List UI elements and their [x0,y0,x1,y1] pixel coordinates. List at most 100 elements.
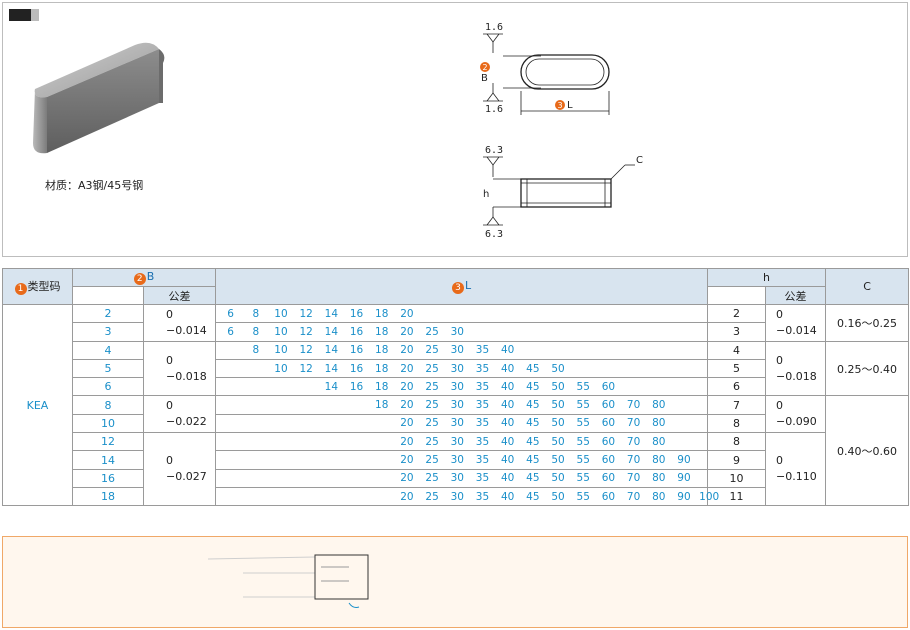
l-value: 70 [626,472,641,485]
l-value: 20 [400,417,414,430]
svg-text:3: 3 [558,101,563,110]
l-value: 18 [375,399,389,412]
l-value: 30 [450,380,464,393]
l-value: 60 [601,399,616,412]
header-c: C [825,268,910,305]
l-value: 50 [551,380,565,393]
l-value: 35 [475,490,490,503]
svg-text:2: 2 [483,63,488,72]
l-value: 10 [274,344,288,357]
key-sketch [207,554,369,608]
l-value: 30 [450,435,464,448]
l-value: 50 [551,362,565,375]
b-value-cell: 5 [72,358,144,379]
l-value: 25 [425,325,439,338]
h-value-cell: 8 [707,432,767,452]
roughness-side-bottom-label: 6.3 [485,229,503,240]
l-value: 35 [475,435,490,448]
l-value: 55 [576,454,590,467]
l-value: 50 [551,472,565,485]
l-value: 10 [274,362,288,375]
l-value: 60 [601,472,616,485]
l-value: 20 [400,399,414,412]
l-value: 20 [400,344,414,357]
b-tolerance-cell: 0−0.018 [142,340,217,397]
l-value: 40 [500,417,515,430]
l-value: 80 [652,490,666,503]
l-value: 70 [626,454,641,467]
l-value: 14 [324,325,339,338]
l-value: 10 [274,307,288,320]
l-value: 55 [576,380,590,393]
l-value: 25 [425,490,439,503]
h-value-cell: 11 [707,486,767,507]
product-photo [33,42,165,154]
b-value-cell: 12 [72,432,144,452]
l-value: 60 [601,454,616,467]
l-value: 55 [576,399,590,412]
l-value: 70 [626,435,641,448]
b-value-cell: 4 [72,340,144,360]
l-value: 20 [400,380,414,393]
l-value: 70 [626,417,641,430]
h-value-cell: 10 [707,468,767,488]
b-tolerance-cell: 0−0.022 [142,395,217,434]
b-value-cell: 16 [72,468,144,488]
l-value: 14 [324,307,339,320]
h-tolerance-cell: 0−0.018 [765,340,827,397]
l-value: 45 [526,417,540,430]
l-value: 45 [526,454,540,467]
l-value: 20 [400,435,414,448]
l-value: 80 [652,435,666,448]
b-value-cell: 14 [72,450,144,470]
l-value: 45 [526,472,540,485]
l-value: 50 [551,435,565,448]
h-value-cell: 7 [707,395,767,415]
l-value: 50 [551,490,565,503]
l-value: 100 [699,490,720,503]
l-value: 90 [677,472,691,485]
dim-c-label: C [636,155,643,166]
h-value-cell: 8 [707,413,767,434]
b-value-cell: 2 [72,303,144,324]
l-value: 30 [450,417,464,430]
h-value-cell: 4 [707,340,767,360]
b-value-cell: 3 [72,322,144,342]
h-value-cell: 5 [707,358,767,379]
l-value: 8 [252,325,260,338]
c-value-cell: 0.40～0.60 [825,395,910,507]
roughness-side-top-label: 6.3 [485,145,503,156]
l-value: 80 [652,472,666,485]
l-value: 80 [652,454,666,467]
l-value: 40 [500,362,515,375]
l-value: 45 [526,380,540,393]
b-value-cell: 10 [72,413,144,434]
dim-b-label: B [481,73,488,84]
l-value: 25 [425,344,439,357]
l-value: 50 [551,399,565,412]
l-value: 25 [425,454,439,467]
l-value: 30 [450,344,464,357]
h-value-cell: 2 [707,303,767,324]
l-value: 12 [299,344,313,357]
l-value: 35 [475,380,490,393]
l-value: 50 [551,454,565,467]
l-value: 12 [299,325,313,338]
roughness-top-label: 1.6 [485,22,503,33]
l-value: 20 [400,362,414,375]
l-value: 6 [227,307,234,320]
